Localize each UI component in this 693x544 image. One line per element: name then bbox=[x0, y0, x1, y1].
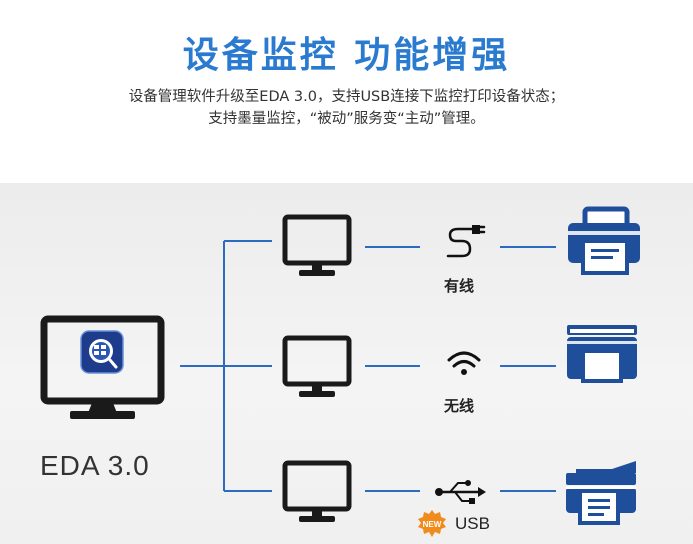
scanner-printer-icon bbox=[566, 461, 636, 525]
main-monitor-icon bbox=[40, 315, 165, 419]
multifunction-printer-icon bbox=[567, 325, 637, 383]
connection-label-usb: USB bbox=[455, 514, 490, 533]
client-monitor-icon bbox=[282, 460, 352, 522]
headline: 设备监控 功能增强 bbox=[182, 35, 511, 76]
subtitle-line-2: 支持墨量监控，“被动”服务变“主动”管理。 bbox=[208, 111, 485, 127]
printer-icon bbox=[568, 206, 640, 275]
connection-lines bbox=[180, 240, 556, 492]
cable-icon bbox=[446, 225, 486, 258]
wifi-icon bbox=[447, 351, 481, 375]
new-badge: NEW bbox=[418, 510, 446, 537]
subtitle-line-1: 设备管理软件升级至EDA 3.0，支持USB连接下监控打印设备状态； bbox=[128, 89, 565, 105]
connection-label-wired: 有线 bbox=[444, 277, 475, 295]
client-monitor-icon bbox=[282, 335, 352, 397]
usb-icon bbox=[435, 480, 486, 504]
eda-app-icon bbox=[80, 330, 124, 374]
connection-label-wireless: 无线 bbox=[444, 397, 475, 415]
new-badge-text: NEW bbox=[423, 520, 442, 529]
eda-version-label: EDA 3.0 bbox=[40, 450, 150, 481]
connection-diagram bbox=[40, 206, 640, 525]
client-monitor-icon bbox=[282, 214, 352, 276]
